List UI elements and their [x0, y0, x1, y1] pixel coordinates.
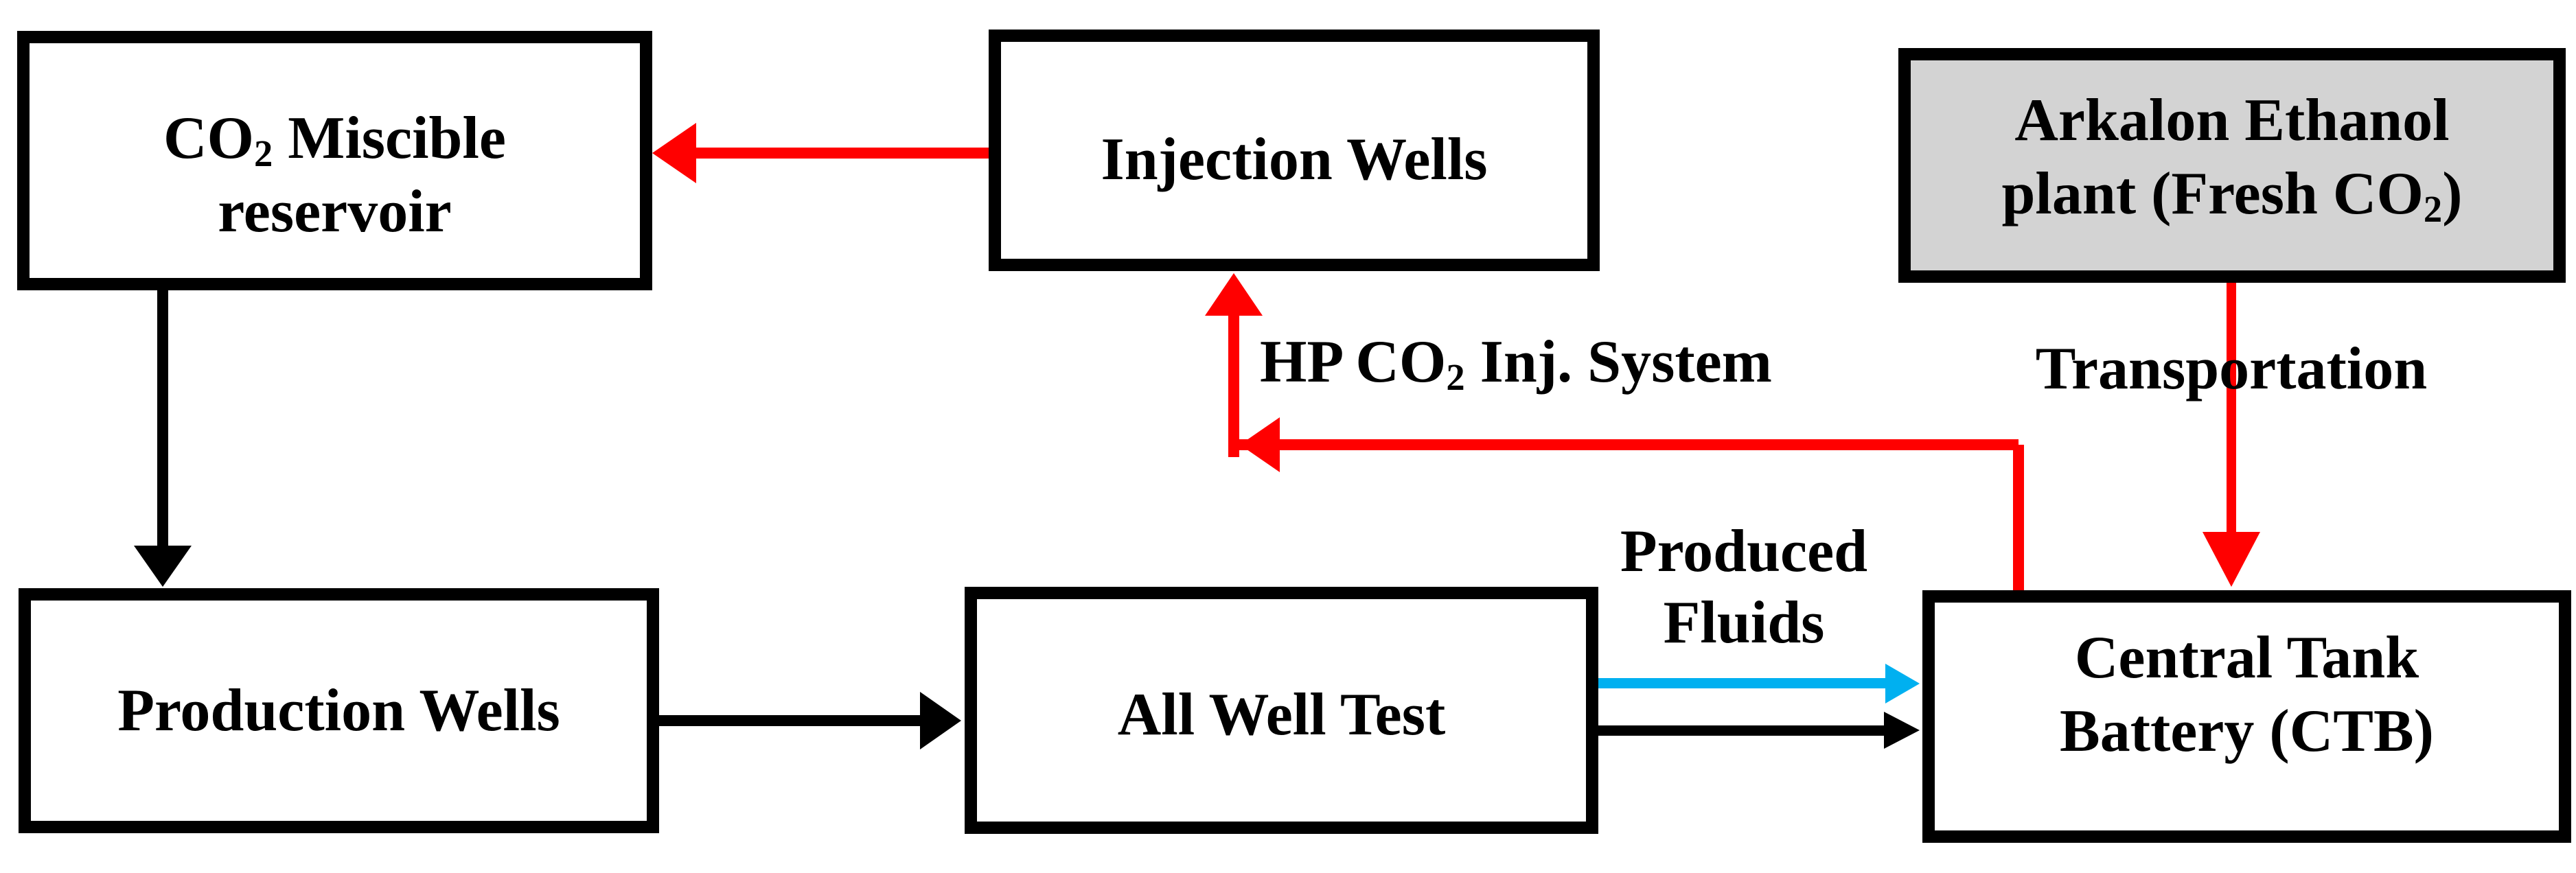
- subscript-2: 2: [254, 132, 273, 174]
- label-line: Fluids: [1663, 589, 1825, 656]
- subscript-2: 2: [2423, 188, 2443, 230]
- box-all-well-test: All Well Test: [965, 587, 1598, 834]
- box-central-tank-battery: Central Tank Battery (CTB): [1922, 590, 2571, 843]
- label-produced-fluids: Produced Fluids: [1620, 516, 1867, 659]
- arrow-alltest-to-ctb-shaft: [1598, 725, 1885, 736]
- arrow-up-icon: [1205, 273, 1263, 316]
- arrow-hp-co2-vertical-shaft: [1228, 288, 1239, 457]
- label-line: Produced: [1620, 518, 1868, 585]
- arrow-hp-co2-horizontal-shaft: [1236, 439, 2019, 450]
- subscript-2: 2: [1446, 356, 1465, 398]
- box-label-line: Central Tank: [2074, 624, 2419, 691]
- arrow-transportation-shaft: [2227, 283, 2236, 533]
- arrow-right-icon: [1884, 712, 1920, 749]
- arrow-right-icon: [920, 692, 961, 749]
- box-arkalon-ethanol-plant: Arkalon Ethanol plant (Fresh CO2): [1898, 48, 2566, 283]
- box-label-line: reservoir: [218, 178, 452, 245]
- box-co2-miscible-reservoir: CO2 Miscible reservoir: [17, 31, 652, 290]
- arrow-down-icon: [2203, 532, 2260, 587]
- box-label-line: Arkalon Ethanol: [2014, 86, 2450, 154]
- arrow-left-icon: [1240, 417, 1280, 472]
- box-label-line: Production Wells: [117, 677, 560, 744]
- label-transportation: Transportation: [2035, 336, 2428, 402]
- arrow-produced-fluids-shaft: [1598, 678, 1891, 688]
- arrow-left-icon: [652, 123, 696, 183]
- arrow-right-icon: [1885, 664, 1920, 703]
- arrow-hp-co2-riser-shaft: [2013, 445, 2024, 597]
- arrow-reservoir-to-production-shaft: [157, 290, 168, 547]
- box-label-line: All Well Test: [1117, 682, 1446, 749]
- label-hp-co2-inj-system: HP CO2 Inj. System: [1260, 329, 1772, 398]
- box-label-line: CO2 Miscible: [163, 104, 506, 174]
- arrow-production-to-alltest-shaft: [659, 715, 921, 726]
- box-production-wells: Production Wells: [19, 588, 659, 833]
- box-label-line: Battery (CTB): [2060, 698, 2434, 765]
- box-label-line: plant (Fresh CO2): [2001, 161, 2463, 230]
- box-injection-wells: Injection Wells: [989, 30, 1600, 271]
- box-label-line: Injection Wells: [1101, 126, 1488, 194]
- arrow-injection-to-reservoir-shaft: [695, 148, 989, 159]
- arrow-down-icon: [134, 546, 192, 587]
